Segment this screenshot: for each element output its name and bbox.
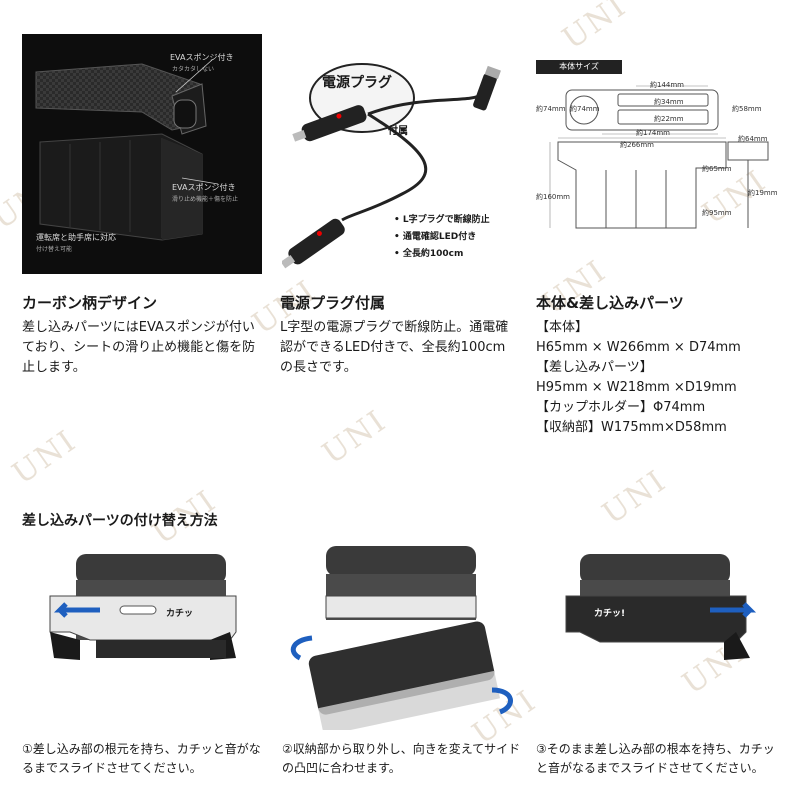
dim-58: 約58mm: [732, 105, 762, 113]
size-header: 本体サイズ: [536, 60, 622, 74]
watermark: UNI: [596, 463, 674, 532]
plug-attached: 付属: [388, 126, 408, 137]
feature-title-size: 本体&差し込みパーツ: [536, 294, 684, 312]
size-line: H95mm × W218mm ×D19mm: [536, 380, 737, 395]
step3-click-label: カチッ!: [594, 609, 626, 619]
plug-title: 電源プラグ: [322, 75, 392, 91]
side-label-sub: 付け替え可能: [36, 246, 73, 253]
dim-144: 約144mm: [650, 81, 684, 89]
size-line: H65mm × W266mm × D74mm: [536, 340, 741, 355]
dim-174: 約174mm: [636, 129, 670, 137]
dim-160: 約160mm: [536, 193, 570, 201]
dim-34: 約34mm: [654, 98, 684, 106]
dimension-drawing: 本体サイズ 約144mm 約74mm 約74mm 約34mm 約58mm 約22…: [536, 60, 780, 260]
feature-title-carbon: カーボン柄デザイン: [22, 294, 158, 312]
plug-bullet-2: • 通電確認LED付き: [394, 232, 477, 242]
plug-bullets: • L字プラグで断線防止 • 通電確認LED付き • 全長約100cm: [394, 212, 490, 263]
dim-74-cup: 約74mm: [570, 105, 600, 113]
size-line: 【差し込みパーツ】: [536, 360, 653, 375]
step2-caption: ②収納部から取り外し、向きを変えてサイドの凸凹に合わせます。: [282, 742, 521, 775]
howto-title: 差し込みパーツの付け替え方法: [22, 513, 218, 529]
plug-bullet-1: • L字プラグで断線防止: [394, 215, 490, 225]
dim-22: 約22mm: [654, 115, 684, 123]
eva-label-top-sub: カタカタしない: [172, 66, 215, 73]
dim-266: 約266mm: [620, 141, 654, 149]
side-label: 運転席と助手席に対応: [36, 233, 116, 242]
dim-19: 約19mm: [748, 189, 778, 197]
feature-body-carbon: 差し込みパーツにはEVAスポンジが付いており、シートの滑り止め機能と傷を防止しま…: [22, 320, 256, 375]
dim-64: 約64mm: [738, 135, 768, 143]
power-plug-illustration: 電源プラグ 付属 • L字プラグで断線防止 • 通電確認LED付き • 全長約1…: [282, 34, 522, 274]
step3-caption: ③そのまま差し込み部の根本を持ち、カチッと音がなるまでスライドさせてください。: [536, 742, 775, 775]
step1-click-label: カチッ: [166, 609, 194, 619]
dim-74-depth: 約74mm: [536, 105, 566, 113]
eva-label-mid: EVAスポンジ付き: [172, 183, 236, 192]
feature-size-list: 【本体】 H65mm × W266mm × D74mm 【差し込みパーツ】 H9…: [536, 318, 786, 438]
step3-illustration: カチッ!: [560, 550, 780, 710]
size-line: 【収納部】W175mm×D58mm: [536, 420, 727, 435]
watermark: UNI: [6, 423, 84, 492]
step1-caption: ①差し込み部の根元を持ち、カチッと音がなるまでスライドさせてください。: [22, 742, 261, 775]
plug-bullet-3: • 全長約100cm: [394, 249, 464, 259]
feature-title-plug: 電源プラグ付属: [280, 294, 386, 312]
step1-illustration: カチッ: [40, 550, 240, 710]
eva-label-mid-sub: 滑り止め機能＋傷を防止: [172, 196, 239, 203]
feature-body-plug: L字型の電源プラグで断線防止。通電確認ができるLED付きで、全長約100cmの長…: [280, 320, 509, 375]
size-line: 【本体】: [536, 320, 589, 335]
product-photo-carbon: EVAスポンジ付き カタカタしない EVAスポンジ付き 滑り止め機能＋傷を防止 …: [22, 34, 262, 274]
dim-65: 約65mm: [702, 165, 732, 173]
watermark: UNI: [556, 0, 634, 57]
watermark: UNI: [316, 403, 394, 472]
size-line: 【カップホルダー】Φ74mm: [536, 400, 706, 415]
step2-illustration: [282, 540, 522, 736]
eva-label-top: EVAスポンジ付き: [170, 53, 234, 62]
dim-95: 約95mm: [702, 209, 732, 217]
